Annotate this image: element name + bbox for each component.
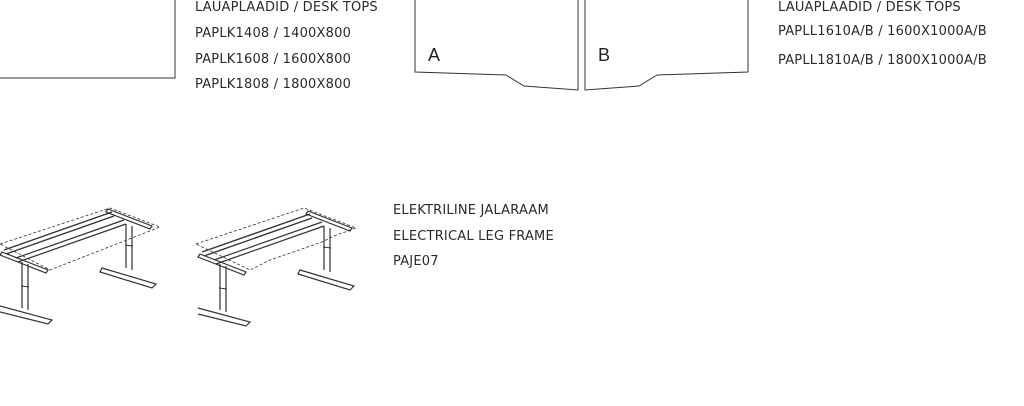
leg-frame-shaped-top-drawing <box>194 207 358 327</box>
leg-frame-code: PAJE07 <box>393 254 439 269</box>
rect-top-model-1600: PAPLK1608 / 1600X800 <box>195 52 352 67</box>
leg-frame-rect-top-drawing <box>0 207 162 325</box>
rect-top-model-1400: PAPLK1408 / 1400X800 <box>195 26 352 41</box>
desk-top-a-drawing <box>414 0 579 91</box>
shaped-tops-heading: LAUAPLAADID / DESK TOPS <box>778 0 961 15</box>
rectangular-desk-top-drawing <box>0 0 176 79</box>
desk-top-a-label: A <box>428 45 441 65</box>
desk-top-b-drawing <box>584 0 749 91</box>
leg-frame-name-en: ELECTRICAL LEG FRAME <box>393 229 554 244</box>
shaped-top-model-1610: PAPLL1610A/B / 1600X1000A/B <box>778 24 987 39</box>
shaped-top-model-1810: PAPLL1810A/B / 1800X1000A/B <box>778 53 987 68</box>
leg-frame-name-et: ELEKTRILINE JALARAAM <box>393 203 549 218</box>
rect-tops-heading: LAUAPLAADID / DESK TOPS <box>195 0 378 15</box>
rect-top-model-1800: PAPLK1808 / 1800X800 <box>195 77 352 92</box>
desk-top-b-label: B <box>598 45 611 65</box>
